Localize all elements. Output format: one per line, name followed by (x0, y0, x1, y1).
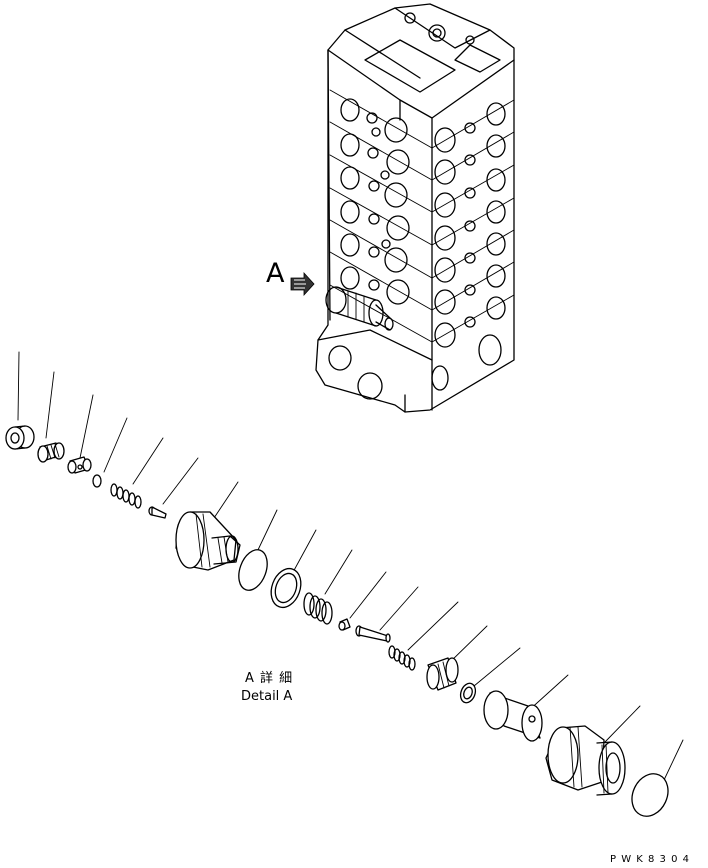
part-4-o-ring (92, 474, 102, 488)
view-a-arrow (290, 271, 315, 297)
part-10-spring (303, 592, 333, 625)
part-2-threaded-sleeve (37, 442, 65, 463)
detail-a-location (325, 286, 394, 331)
part-6-pin (148, 506, 167, 519)
part-8-o-ring (238, 549, 268, 591)
part-18-o-ring (631, 773, 669, 817)
part-3-plug (67, 456, 92, 474)
part-12-poppet-stem (355, 625, 391, 643)
part-13-spring (388, 645, 416, 671)
part-5-spring (110, 483, 142, 509)
part-17-plug-body (545, 725, 626, 796)
detail-caption-english: Detail A (241, 689, 292, 704)
part-9-backup-ring (270, 567, 302, 609)
part-15-ring (459, 682, 477, 704)
part-14-sleeve (426, 657, 459, 691)
part-1-nut (5, 425, 35, 450)
part-7-valve-body (175, 511, 241, 571)
exploded-parts (5, 425, 669, 817)
detail-caption-japanese: A 詳 細 (245, 670, 293, 686)
part-11-small-plug (338, 618, 351, 631)
control-valve-assembly (290, 3, 515, 413)
part-16-sleeve (483, 690, 543, 742)
view-marker-label: A (266, 258, 285, 289)
drawing-code: P W K 8 3 0 4 (610, 854, 690, 865)
leader-lines (17, 351, 684, 781)
